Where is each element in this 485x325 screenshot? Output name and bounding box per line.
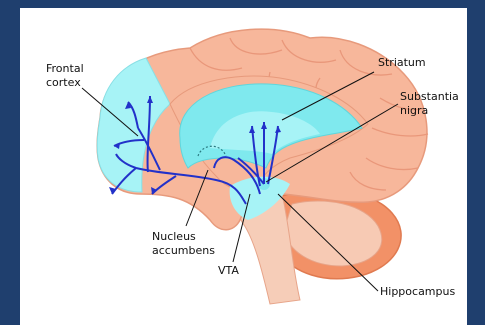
diagram-panel: Frontal cortex Striatum Substantia nigra…: [20, 8, 467, 325]
label-frontal-cortex: Frontal cortex: [46, 62, 87, 89]
label-vta: VTA: [218, 264, 239, 277]
label-substantia-nigra: Substantia nigra: [400, 90, 462, 117]
label-nucleus-accumbens: Nucleus accumbens: [152, 230, 215, 257]
label-hippocampus: Hippocampus: [380, 285, 455, 298]
brain-diagram: Frontal cortex Striatum Substantia nigra…: [20, 8, 467, 325]
label-striatum: Striatum: [378, 56, 426, 69]
